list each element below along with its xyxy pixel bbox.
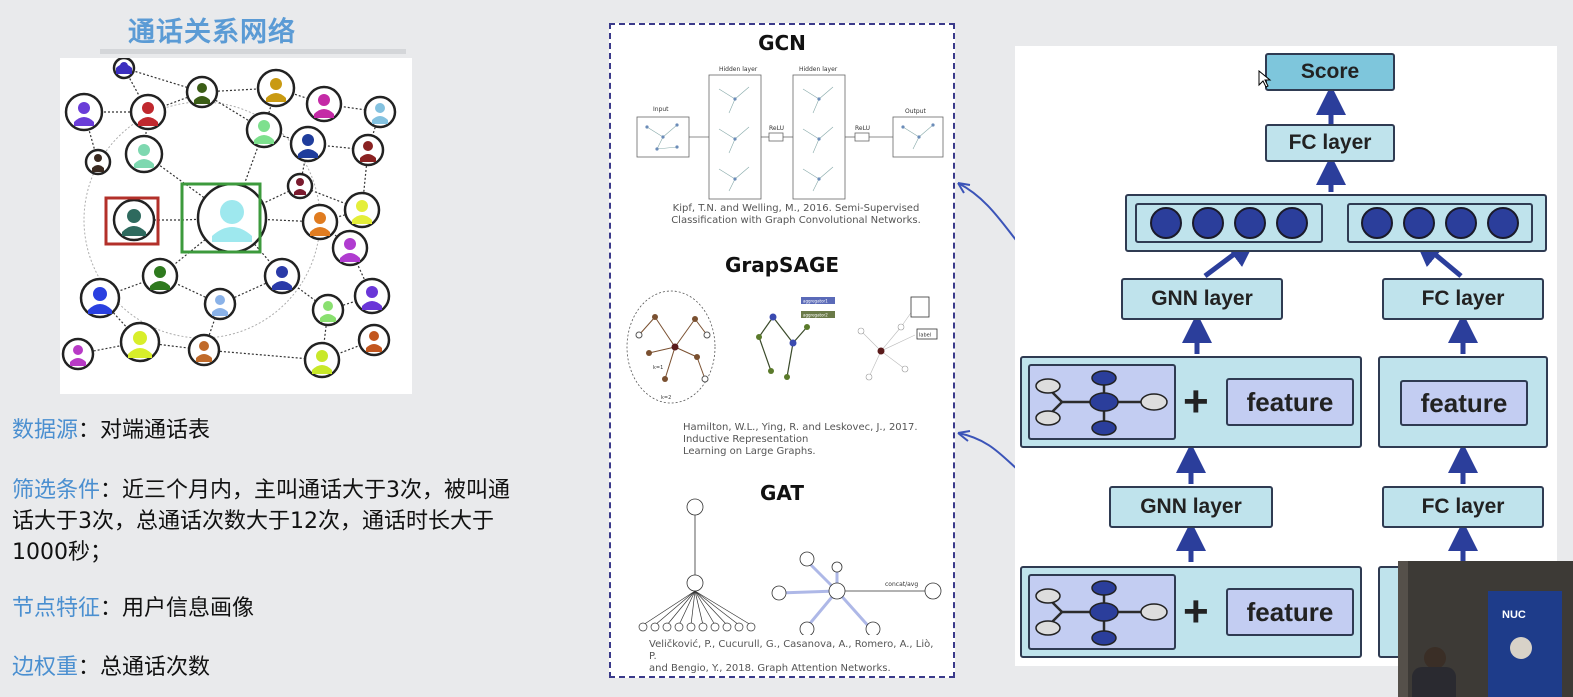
sage-cite-line-2: Learning on Large Graphs. — [683, 446, 816, 457]
call-network-diagram — [60, 56, 412, 394]
plus-mid: + — [1183, 377, 1209, 426]
sage-label-text: label — [919, 333, 931, 339]
sage-cite-line-1: Hamilton, W.L., Ying, R. and Leskovec, J… — [683, 422, 918, 445]
embedding-left — [1135, 203, 1323, 243]
score-box: Score — [1265, 53, 1395, 91]
graph-structure-icon — [1035, 370, 1168, 436]
info-key: 数据源 — [12, 418, 79, 443]
wall-edge — [1398, 561, 1408, 697]
feature-block-right-mid: feature — [1378, 356, 1548, 448]
gat-cite-line-2: and Bengio, Y., 2018. Graph Attention Ne… — [649, 663, 891, 674]
info-value: 对端通话表 — [100, 418, 211, 443]
feature-mid-left: feature — [1226, 378, 1354, 426]
papers-panel: GCN Input Hidden layer Hidden layer ReLU… — [609, 23, 955, 678]
graphsage-title: GrapSAGE — [724, 253, 840, 277]
embedding-node — [1192, 207, 1224, 239]
gat-citation: Veličković, P., Cucurull, G., Casanova, … — [649, 639, 939, 675]
person-head — [1424, 647, 1446, 669]
info-key: 边权重 — [12, 655, 79, 680]
plus-bottom: + — [1183, 587, 1209, 636]
sage-k2-label: k=2 — [661, 395, 671, 401]
gcn-relu2-label: ReLU — [855, 125, 870, 132]
feature-bottom-left: feature — [1226, 588, 1354, 636]
info-value: 总通话次数 — [100, 655, 211, 680]
gcn-input-label: Input — [653, 106, 669, 113]
info-node-features: 节点特征：用户信息画像 — [12, 593, 532, 624]
graphsage-citation: Hamilton, W.L., Ying, R. and Leskovec, J… — [683, 422, 945, 458]
embedding-node — [1361, 207, 1393, 239]
info-key: 筛选条件 — [12, 478, 101, 503]
architecture-diagram: Score FC layer GNN layer FC layer — [1015, 46, 1557, 666]
embedding-node — [1234, 207, 1266, 239]
gat-title: GAT — [760, 481, 804, 505]
embedding-right — [1347, 203, 1533, 243]
sage-agg1-label: aggregator1 — [803, 299, 828, 304]
info-filter: 筛选条件：近三个月内，主叫通话大于3次，被叫通话大于3次，总通话次数大于12次，… — [12, 475, 512, 568]
info-sep: ： — [78, 418, 101, 443]
info-value: 用户信息画像 — [122, 596, 255, 621]
fc-layer-right-lower: FC layer — [1382, 486, 1544, 528]
feature-mid-right: feature — [1400, 380, 1528, 426]
info-sep: ： — [78, 655, 101, 680]
info-key: 节点特征 — [12, 596, 101, 621]
fc-layer-top: FC layer — [1265, 124, 1395, 162]
gcn-title: GCN — [758, 31, 806, 55]
person-body — [1412, 667, 1456, 697]
cursor-icon — [1258, 70, 1272, 88]
graph-mid — [1028, 364, 1176, 440]
info-edge-weight: 边权重：总通话次数 — [12, 652, 532, 683]
embedding-node — [1150, 207, 1182, 239]
graphsage-figure: k=1 k=2 aggregator1 aggregator2 label — [626, 290, 938, 404]
gcn-cite-line-1: Kipf, T.N. and Welling, M., 2016. Semi-S… — [672, 203, 920, 214]
title-underline — [100, 49, 406, 54]
gnn-layer-upper: GNN layer — [1121, 278, 1283, 320]
graph-structure-icon — [1035, 580, 1168, 646]
gcn-hidden2-label: Hidden layer — [799, 66, 838, 73]
gcn-output-label: Output — [905, 108, 926, 115]
gcn-figure: Input Hidden layer Hidden layer ReLU ReL… — [636, 66, 944, 200]
embedding-node — [1403, 207, 1435, 239]
gcn-citation: Kipf, T.N. and Welling, M., 2016. Semi-S… — [651, 203, 941, 227]
gat-cite-line-1: Veličković, P., Cucurull, G., Casanova, … — [649, 639, 934, 662]
gat-concat-label: concat/avg — [885, 581, 918, 588]
embedding-node — [1276, 207, 1308, 239]
network-title: 通话关系网络 — [128, 17, 296, 48]
embedding-node — [1487, 207, 1519, 239]
sage-k1-label: k=1 — [653, 365, 663, 371]
embedding-node — [1445, 207, 1477, 239]
gcn-cite-line-2: Classification with Graph Convolutional … — [671, 215, 921, 226]
webcam-overlay: NUC — [1398, 561, 1573, 697]
sage-agg2-label: aggregator2 — [803, 313, 828, 318]
gcn-hidden1-label: Hidden layer — [719, 66, 758, 73]
info-value: 近三个月内，主叫通话大于3次，被叫通话大于3次，总通话次数大于12次，通话时长大… — [12, 478, 511, 565]
speaker-photo — [1510, 637, 1532, 659]
info-data-source: 数据源：对端通话表 — [12, 415, 532, 446]
nuc-logo: NUC — [1502, 609, 1526, 621]
gnn-layer-lower: GNN layer — [1109, 486, 1273, 528]
info-sep: ： — [100, 596, 123, 621]
fc-layer-right-upper: FC layer — [1382, 278, 1544, 320]
info-sep: ： — [100, 478, 123, 503]
gat-figure: concat/avg — [638, 498, 942, 635]
graph-bottom — [1028, 574, 1176, 650]
gcn-relu1-label: ReLU — [769, 125, 784, 132]
embedding-container — [1125, 194, 1547, 252]
